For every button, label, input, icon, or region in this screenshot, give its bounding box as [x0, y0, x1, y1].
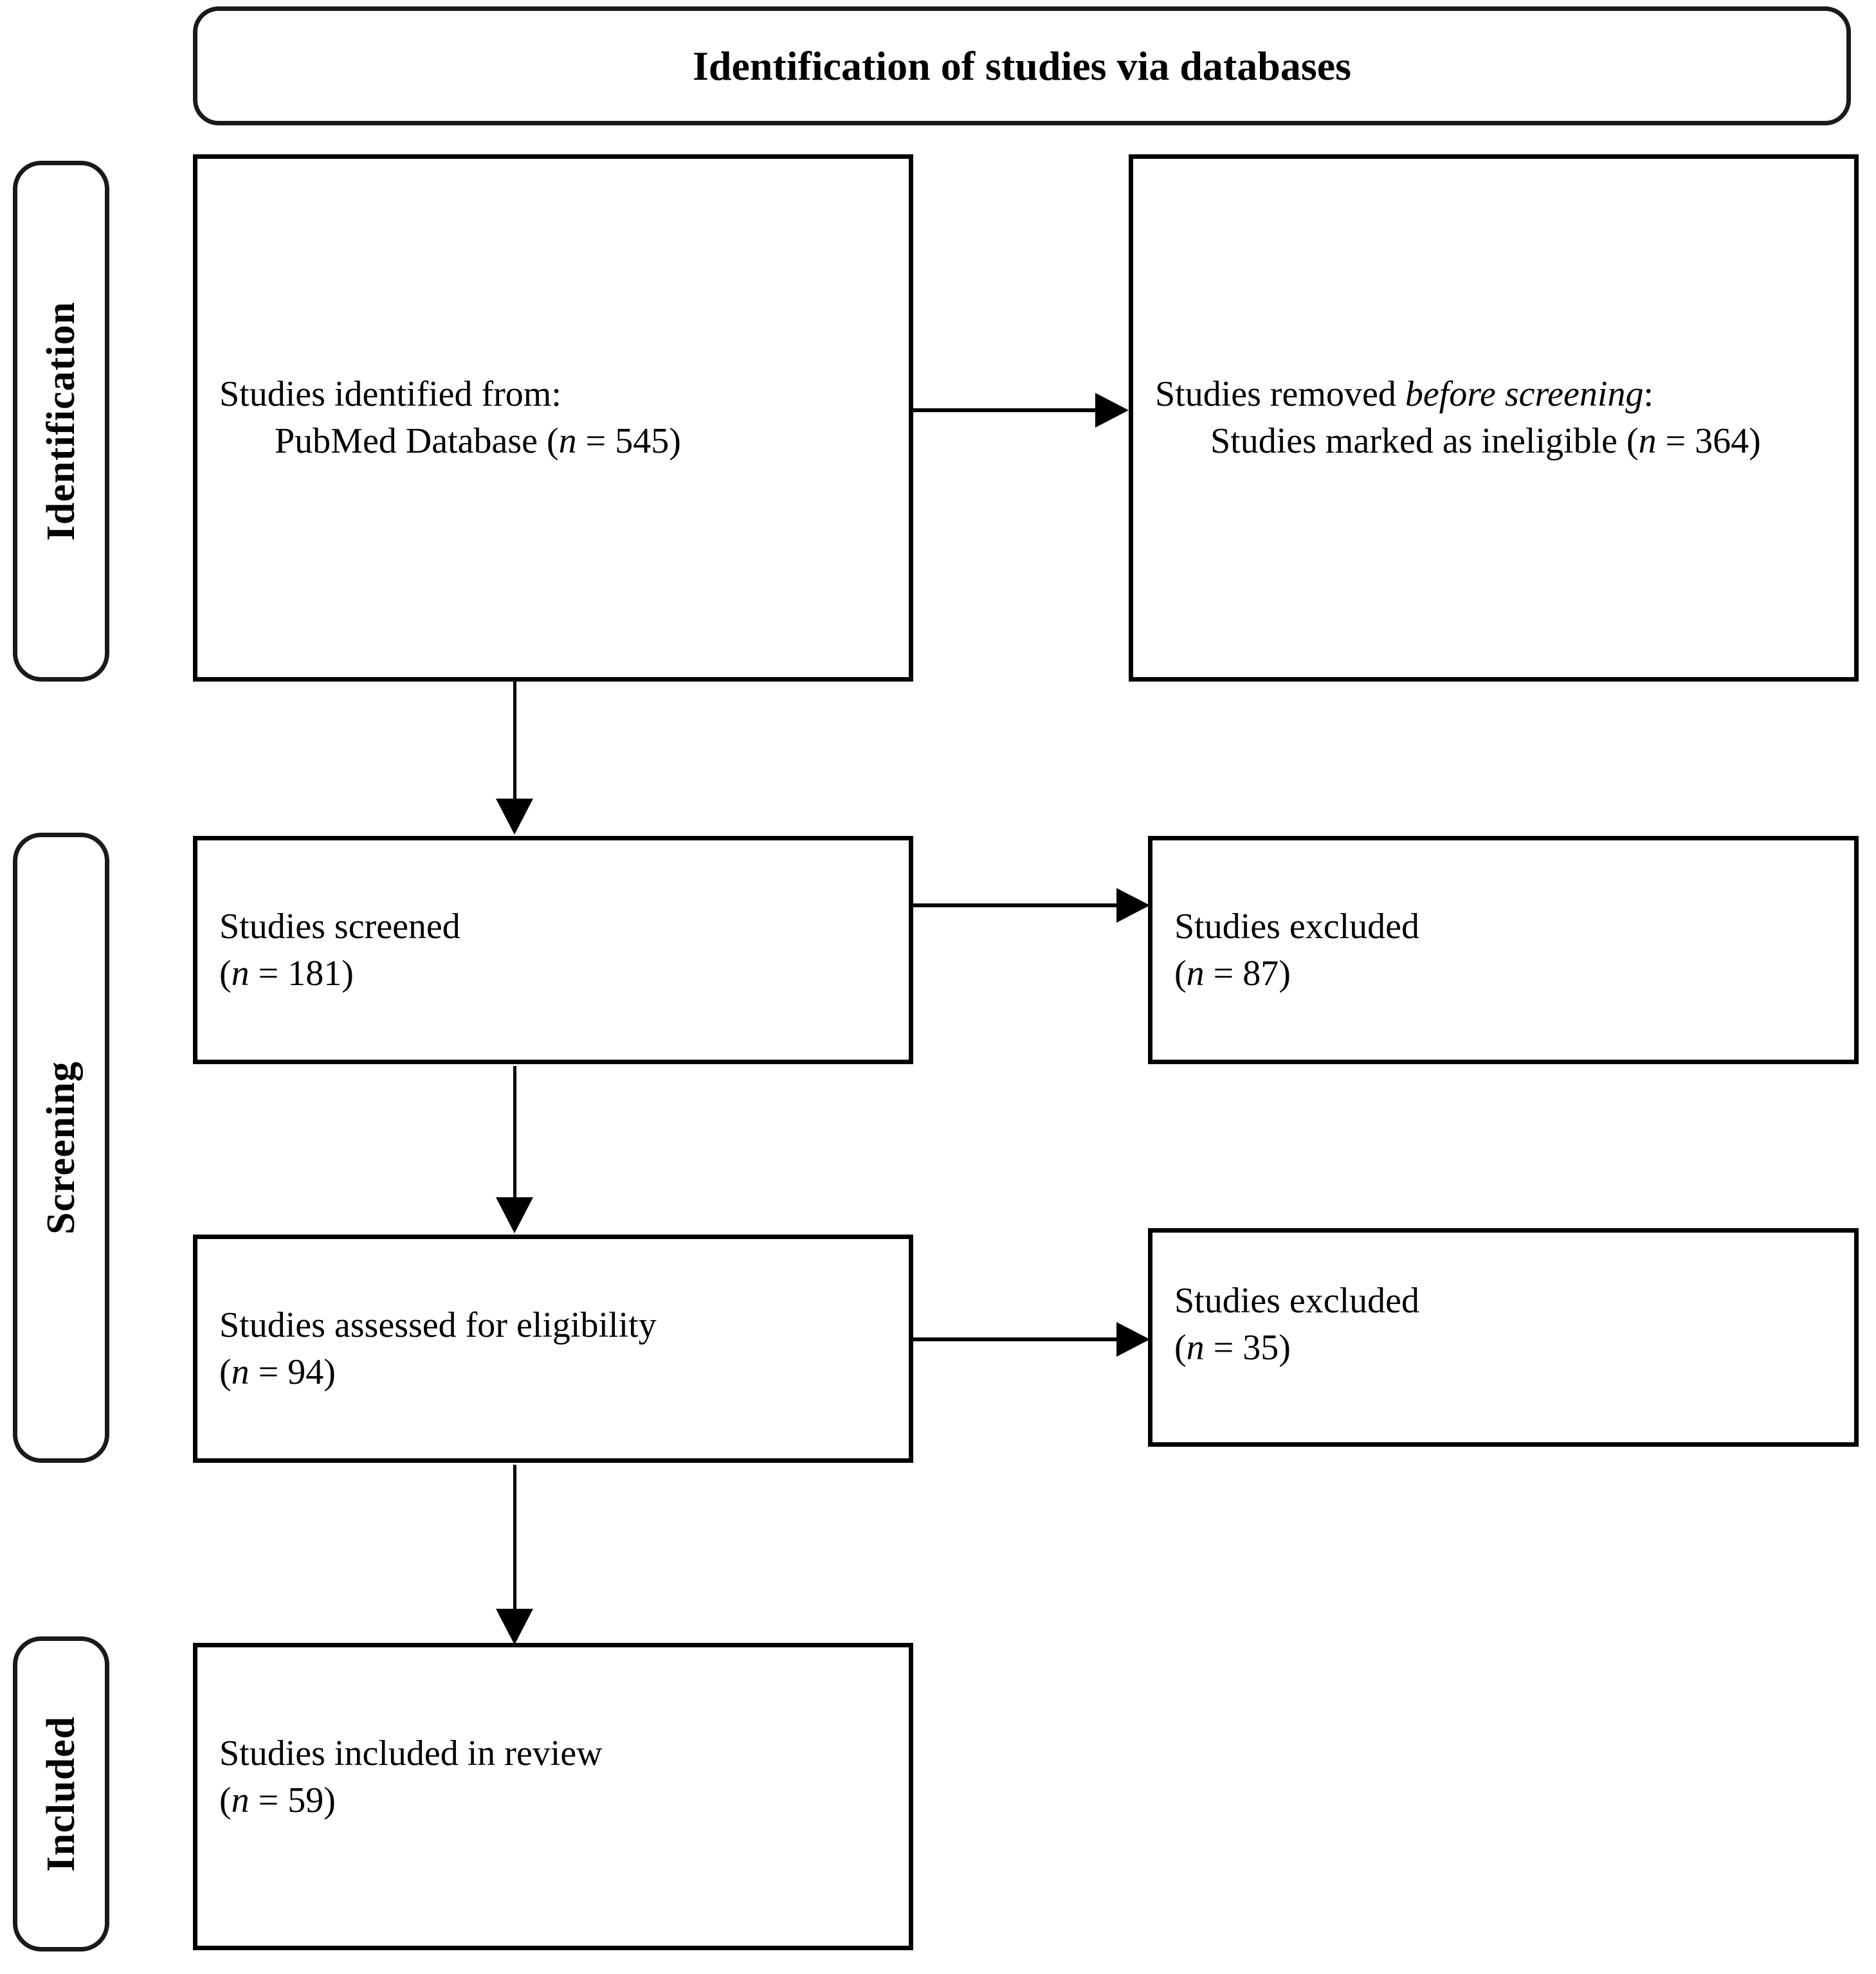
- node-studies-included-review-line2-prefix: (: [219, 1780, 232, 1820]
- node-studies-included-review-line2: (n = 59): [219, 1777, 887, 1824]
- node-studies-included-review-body: Studies included in review (n = 59): [197, 1730, 909, 1824]
- node-studies-screened: Studies screened (n = 181): [193, 836, 913, 1064]
- node-studies-excluded-screening: Studies excluded (n = 87): [1148, 836, 1859, 1064]
- node-studies-included-review-line2-italic: n: [231, 1780, 250, 1820]
- node-studies-assessed-eligibility-line1: Studies assessed for eligibility: [219, 1305, 657, 1345]
- node-studies-removed-line1-suffix: :: [1643, 374, 1654, 415]
- node-studies-excluded-eligibility: Studies excluded (n = 35): [1148, 1228, 1859, 1447]
- node-studies-assessed-eligibility-line2: (n = 94): [219, 1349, 887, 1396]
- node-studies-excluded-eligibility-line2-prefix: (: [1174, 1328, 1187, 1368]
- node-studies-removed-line2-italic: n: [1638, 421, 1657, 461]
- arrow-head: [1116, 1322, 1150, 1357]
- node-studies-excluded-eligibility-line2-suffix: = 35): [1204, 1328, 1291, 1368]
- phase-label-identification-text: Identification: [39, 301, 84, 541]
- node-studies-removed-line2-prefix: Studies marked as ineligible (: [1210, 421, 1639, 461]
- node-studies-removed-body: Studies removed before screening: Studie…: [1133, 371, 1854, 465]
- node-studies-identified: Studies identified from: PubMed Database…: [193, 154, 913, 682]
- banner-identification-via-databases: Identification of studies via databases: [193, 6, 1851, 125]
- node-studies-excluded-eligibility-line2: (n = 35): [1174, 1325, 1832, 1372]
- node-studies-excluded-screening-line2: (n = 87): [1174, 950, 1832, 997]
- arrow-eligibility-to-included: [495, 1465, 534, 1648]
- node-studies-screened-line2-suffix: = 181): [249, 953, 354, 993]
- arrow-head: [496, 1609, 533, 1645]
- node-studies-screened-body: Studies screened (n = 181): [197, 903, 909, 997]
- arrow-head: [1095, 393, 1129, 428]
- node-studies-identified-body: Studies identified from: PubMed Database…: [197, 371, 909, 465]
- node-studies-screened-line2: (n = 181): [219, 950, 887, 997]
- node-studies-removed-line2: Studies marked as ineligible (n = 364): [1155, 418, 1832, 465]
- node-studies-assessed-eligibility: Studies assessed for eligibility (n = 94…: [193, 1235, 913, 1463]
- node-studies-removed-line1: Studies removed before screening:: [1155, 371, 1832, 418]
- node-studies-excluded-screening-line2-prefix: (: [1174, 953, 1187, 993]
- phase-label-included: Included: [13, 1636, 109, 1951]
- arrow-screened-to-excluded: [913, 887, 1151, 923]
- node-studies-excluded-screening-line1: Studies excluded: [1174, 906, 1420, 946]
- arrow-shaft: [513, 682, 516, 801]
- arrow-eligibility-to-excluded: [913, 1321, 1151, 1357]
- node-studies-excluded-eligibility-line1: Studies excluded: [1174, 1281, 1420, 1321]
- arrow-shaft: [913, 903, 1118, 907]
- arrow-shaft: [913, 1337, 1118, 1341]
- arrow-identified-to-removed: [913, 392, 1129, 428]
- node-studies-identified-line1: Studies identified from:: [219, 374, 561, 415]
- node-studies-identified-line2: PubMed Database (n = 545): [219, 418, 887, 465]
- phase-label-included-text: Included: [39, 1716, 84, 1872]
- node-studies-removed-line1-italic: before screening: [1405, 374, 1644, 415]
- arrow-identified-to-screened: [495, 682, 534, 836]
- node-studies-excluded-eligibility-body: Studies excluded (n = 35): [1152, 1278, 1854, 1372]
- node-studies-removed-line2-suffix: = 364): [1656, 421, 1761, 461]
- node-studies-assessed-eligibility-line2-suffix: = 94): [249, 1352, 336, 1392]
- node-studies-removed: Studies removed before screening: Studie…: [1129, 154, 1859, 682]
- node-studies-identified-line2-italic: n: [558, 421, 577, 461]
- node-studies-assessed-eligibility-line2-prefix: (: [219, 1352, 232, 1392]
- node-studies-included-review: Studies included in review (n = 59): [193, 1643, 913, 1950]
- banner-title: Identification of studies via databases: [692, 42, 1352, 89]
- node-studies-excluded-screening-line2-italic: n: [1186, 953, 1205, 993]
- arrow-shaft: [913, 408, 1097, 412]
- node-studies-identified-line2-suffix: = 545): [576, 421, 681, 461]
- node-studies-screened-line2-italic: n: [231, 953, 250, 993]
- node-studies-excluded-screening-body: Studies excluded (n = 87): [1152, 903, 1854, 997]
- arrow-head: [496, 799, 533, 835]
- phase-label-identification: Identification: [13, 161, 109, 682]
- node-studies-screened-line2-prefix: (: [219, 953, 232, 993]
- node-studies-assessed-eligibility-line2-italic: n: [231, 1352, 250, 1392]
- node-studies-removed-line1-prefix: Studies removed: [1155, 374, 1405, 415]
- arrow-shaft: [513, 1066, 516, 1200]
- node-studies-identified-line2-prefix: PubMed Database (: [275, 421, 559, 461]
- node-studies-screened-line1: Studies screened: [219, 906, 460, 946]
- arrow-screened-to-eligibility: [495, 1066, 534, 1236]
- node-studies-excluded-eligibility-line2-italic: n: [1186, 1328, 1205, 1368]
- arrow-head: [1116, 888, 1150, 923]
- node-studies-excluded-screening-line2-suffix: = 87): [1204, 953, 1291, 993]
- arrow-shaft: [513, 1465, 516, 1611]
- phase-label-screening-text: Screening: [39, 1061, 83, 1235]
- phase-label-screening: Screening: [13, 833, 109, 1463]
- node-studies-included-review-line1: Studies included in review: [219, 1734, 603, 1774]
- arrow-head: [496, 1197, 533, 1233]
- node-studies-assessed-eligibility-body: Studies assessed for eligibility (n = 94…: [197, 1302, 909, 1396]
- node-studies-included-review-line2-suffix: = 59): [249, 1780, 336, 1820]
